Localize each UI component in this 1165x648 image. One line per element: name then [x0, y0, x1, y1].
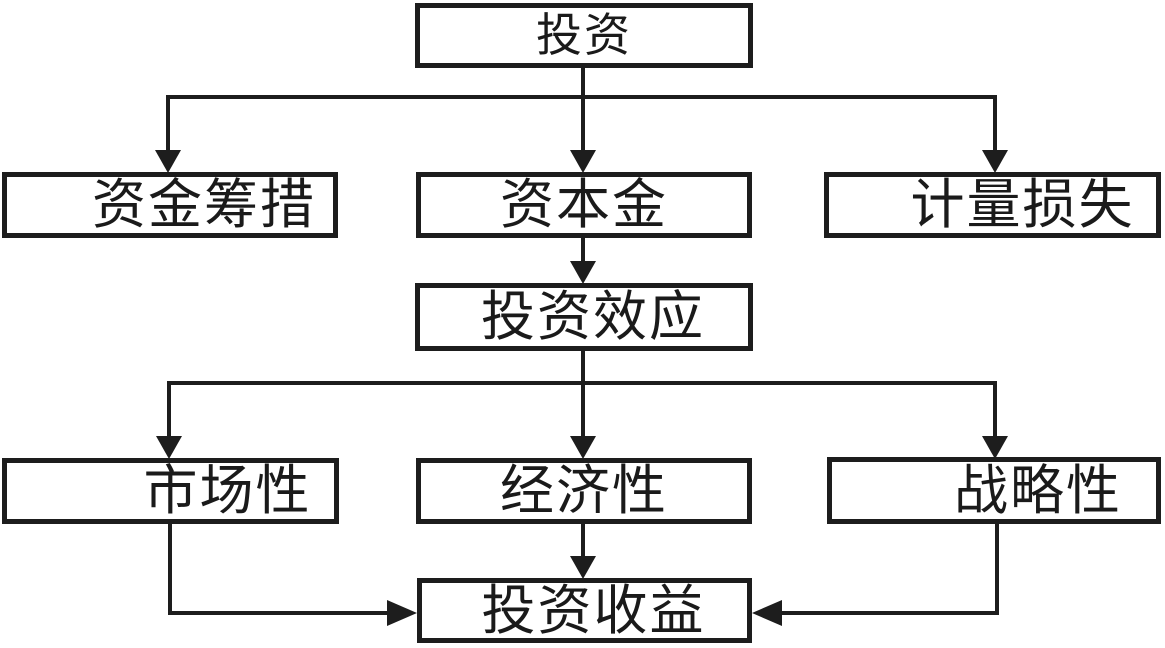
edge-economy-to-return [570, 524, 596, 579]
arrow-down-icon [570, 150, 596, 173]
node-strategic: 战略性 [827, 457, 1161, 524]
arrow-left-icon [752, 600, 782, 626]
arrow-right-icon [387, 600, 417, 626]
node-loss-measurement: 计量损失 [824, 172, 1161, 238]
edge-capital-to-effect [570, 238, 596, 284]
edge-investment-to-row2 [155, 68, 1008, 173]
arrow-down-icon [155, 150, 181, 173]
node-fund-raising: 资金筹措 [2, 172, 338, 238]
arrow-down-icon [982, 436, 1008, 459]
edge-strategic-to-return [752, 524, 999, 626]
node-marketability: 市场性 [2, 458, 339, 524]
node-capital: 资本金 [416, 172, 752, 238]
arrow-down-icon [156, 436, 182, 459]
node-investment-effect: 投资效应 [415, 283, 753, 351]
edge-effect-to-row4 [156, 351, 1008, 459]
node-economy: 经济性 [416, 458, 752, 524]
node-investment: 投资 [415, 3, 753, 68]
arrow-down-icon [570, 261, 596, 284]
arrow-down-icon [982, 150, 1008, 173]
arrow-down-icon [570, 556, 596, 579]
arrow-down-icon [570, 436, 596, 459]
node-investment-return: 投资收益 [417, 578, 752, 643]
edge-marketability-to-return [168, 524, 417, 626]
